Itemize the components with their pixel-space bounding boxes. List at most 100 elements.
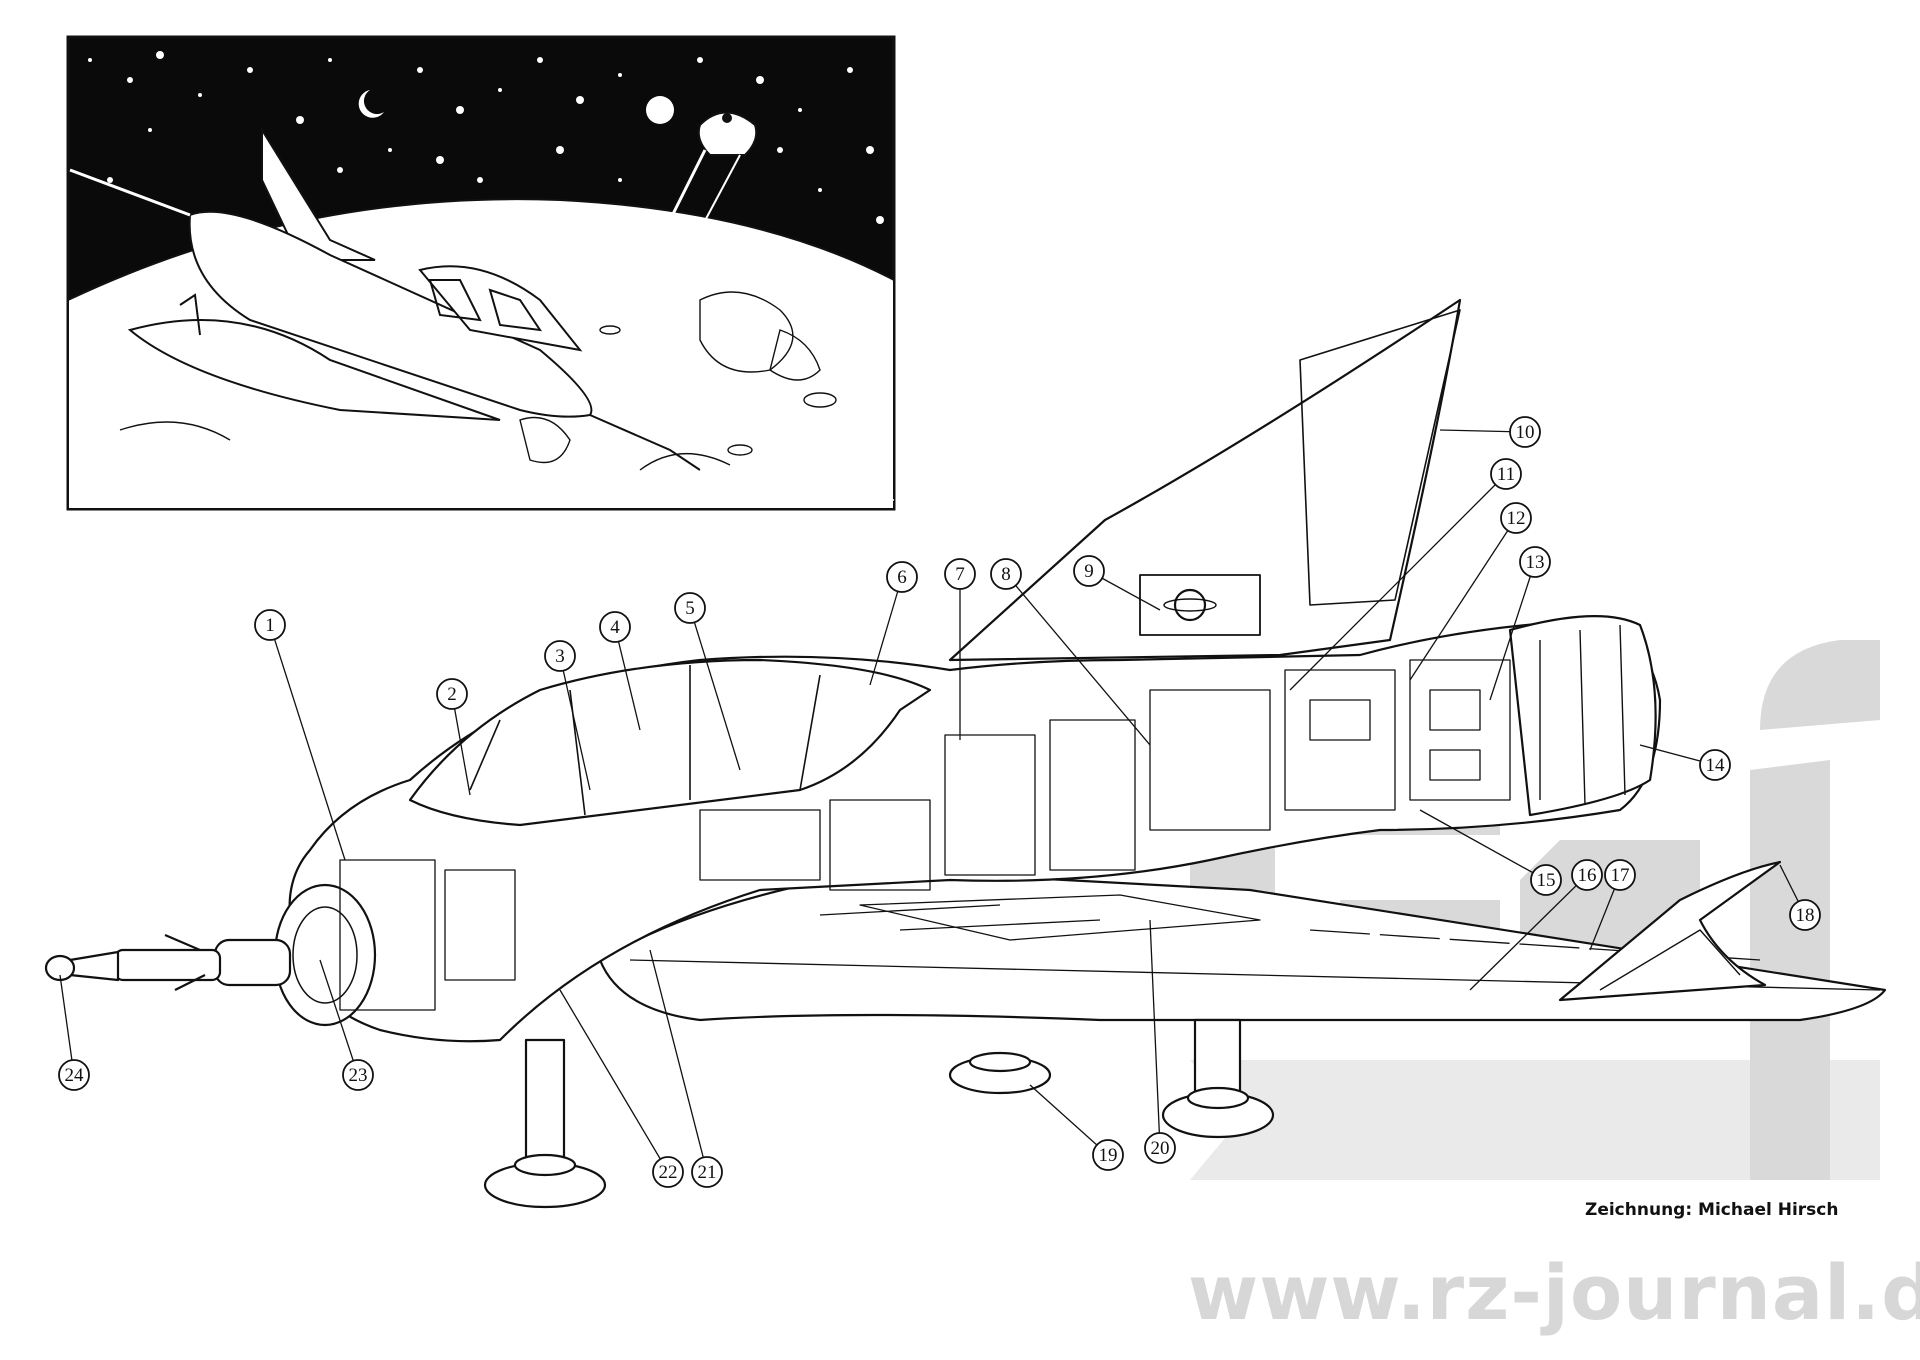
callout-number: 5 [685, 598, 695, 619]
nose-probe [44, 933, 292, 991]
callout-number: 4 [610, 617, 620, 638]
leader-line-16 [1469, 874, 1588, 991]
callout-number: 2 [447, 684, 457, 705]
drawing-credit: Zeichnung: Michael Hirsch [1585, 1200, 1839, 1220]
callout-number: 24 [65, 1065, 85, 1086]
callout-11: 11 [1490, 458, 1522, 490]
callout-circle [990, 558, 1022, 590]
leader-line-20 [1149, 919, 1161, 1149]
landing-gear-middle [948, 1051, 1052, 1095]
callout-number: 11 [1497, 464, 1515, 485]
landing-gear-rear [1161, 1018, 1275, 1139]
callout-number: 19 [1099, 1145, 1118, 1166]
callout-number: 10 [1516, 422, 1535, 443]
callout-circle [1509, 416, 1541, 448]
callout-number: 21 [698, 1162, 717, 1183]
leader-line-15 [1419, 809, 1547, 881]
callout-4: 4 [599, 611, 631, 643]
callout-18: 18 [1789, 899, 1821, 931]
callout-14: 14 [1699, 749, 1731, 781]
callout-number: 7 [955, 564, 965, 585]
callout-number: 18 [1796, 905, 1815, 926]
callout-leader-lines [59, 429, 1806, 1173]
callout-circle [58, 1059, 90, 1091]
callout-22: 22 [652, 1156, 684, 1188]
probe-capsule-icon [608, 111, 758, 321]
callout-number: 8 [1001, 564, 1011, 585]
callout-number: 17 [1611, 865, 1630, 886]
callout-2: 2 [436, 678, 468, 710]
callout-20: 20 [1144, 1132, 1176, 1164]
leader-line-19 [1029, 1084, 1109, 1156]
callout-16: 16 [1571, 859, 1603, 891]
leader-line-3 [559, 655, 591, 791]
callout-number: 12 [1507, 508, 1526, 529]
leader-line-13 [1489, 561, 1536, 701]
callout-number: 20 [1151, 1138, 1170, 1159]
callout-number: 16 [1578, 865, 1597, 886]
callout-circle [1073, 555, 1105, 587]
callout-circle [1699, 749, 1731, 781]
callout-number: 14 [1706, 755, 1726, 776]
planet-icon [646, 96, 674, 124]
callout-circle [944, 558, 976, 590]
callout-circle [1092, 1139, 1124, 1171]
cutaway-spaceship [44, 298, 1887, 1209]
callout-3: 3 [544, 640, 576, 672]
callout-circle [254, 609, 286, 641]
leader-line-8 [1005, 573, 1151, 746]
callout-13: 13 [1519, 546, 1551, 578]
callout-number: 15 [1537, 870, 1556, 891]
callout-12: 12 [1500, 502, 1532, 534]
callout-circle [1500, 502, 1532, 534]
callout-circle [1530, 864, 1562, 896]
inset-spaceship [69, 126, 895, 501]
callout-number: 13 [1526, 552, 1545, 573]
inset-space-scene [66, 35, 896, 511]
leader-line-5 [689, 607, 741, 771]
star-field [88, 51, 884, 224]
leader-line-2 [451, 693, 471, 796]
callout-circle [599, 611, 631, 643]
callout-circle [674, 592, 706, 624]
callout-15: 15 [1530, 864, 1562, 896]
callout-circle [544, 640, 576, 672]
callout-1: 1 [254, 609, 286, 641]
callout-10: 10 [1509, 416, 1541, 448]
leader-line-23 [319, 959, 359, 1076]
callout-23: 23 [342, 1059, 374, 1091]
callout-circle [652, 1156, 684, 1188]
leader-line-11 [1289, 473, 1507, 691]
callout-24: 24 [58, 1059, 90, 1091]
callout-19: 19 [1092, 1139, 1124, 1171]
callout-number: 23 [349, 1065, 368, 1086]
landing-gear-front [483, 1038, 607, 1209]
callout-circle [342, 1059, 374, 1091]
callout-circle [1490, 458, 1522, 490]
callout-number: 1 [265, 615, 275, 636]
callout-circle [1519, 546, 1551, 578]
callout-circle [436, 678, 468, 710]
leader-line-4 [614, 626, 641, 731]
callout-6: 6 [886, 561, 918, 593]
leader-line-22 [559, 989, 669, 1173]
callout-circle [1789, 899, 1821, 931]
leader-line-12 [1409, 517, 1517, 681]
callout-circle [1571, 859, 1603, 891]
callout-7: 7 [944, 558, 976, 590]
leader-line-24 [59, 974, 75, 1076]
leader-line-6 [869, 576, 903, 686]
watermark-url: www.rz-journal.de [1188, 1248, 1920, 1337]
cockpit-canopy [408, 658, 932, 827]
callout-number: 3 [555, 646, 565, 667]
leader-line-1 [269, 624, 346, 861]
callout-9: 9 [1073, 555, 1105, 587]
callout-circle [1604, 859, 1636, 891]
callout-number: 9 [1084, 561, 1094, 582]
planet-emblem-icon [1173, 588, 1207, 622]
leader-line-21 [649, 949, 708, 1173]
internal-compartments [339, 659, 1511, 1011]
callout-8: 8 [990, 558, 1022, 590]
